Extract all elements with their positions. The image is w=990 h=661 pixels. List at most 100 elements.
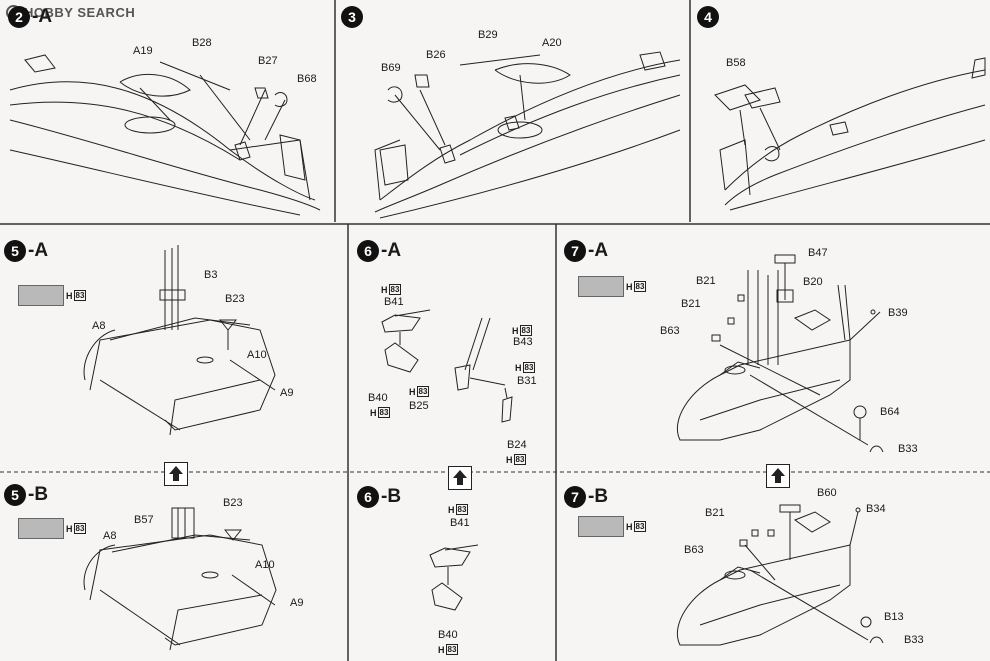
part-label: B63 — [684, 544, 704, 556]
part-label: B26 — [426, 49, 446, 61]
part-label: B31 — [517, 375, 537, 387]
step-number: 6 — [357, 486, 379, 508]
bridge-drawing-7a — [676, 254, 884, 453]
paint-swatch — [578, 516, 624, 537]
logo-text: HOBBY SEARCH — [24, 5, 136, 20]
paint-swatch — [18, 285, 64, 306]
step-6a-header: 6 -A — [357, 240, 401, 262]
part-label: A20 — [542, 37, 562, 49]
part-label: B33 — [898, 443, 918, 455]
step-number: 5 — [4, 240, 26, 262]
paint-prefix: H — [626, 281, 633, 292]
part-label: B58 — [726, 57, 746, 69]
step-number: 6 — [357, 240, 379, 262]
part-label: B21 — [696, 275, 716, 287]
part-label: A8 — [103, 530, 117, 542]
part-label: B20 — [803, 276, 823, 288]
part-label: B28 — [192, 37, 212, 49]
step-4-header: 4 — [697, 6, 721, 28]
part-label: A10 — [255, 559, 275, 571]
down-arrow-icon — [164, 462, 188, 486]
part-label: B39 — [888, 307, 908, 319]
paint-number: 83 — [633, 281, 647, 292]
paint-number: 83 — [445, 644, 459, 655]
paint-prefix: H — [381, 284, 388, 295]
step-6b-header: 6 -B — [357, 486, 401, 508]
part-label: B40 — [438, 629, 458, 641]
paint-number: 83 — [522, 362, 536, 373]
part-label: B24 — [507, 439, 527, 451]
part-label: B43 — [513, 336, 533, 348]
paint-number: 83 — [377, 407, 391, 418]
part-label: B25 — [409, 400, 429, 412]
part-label: B60 — [817, 487, 837, 499]
part-label: A9 — [280, 387, 294, 399]
step-suffix: -B — [588, 486, 609, 507]
part-label: A9 — [290, 597, 304, 609]
step-suffix: -A — [28, 240, 49, 261]
paint-number: 83 — [519, 325, 533, 336]
paint-number: 83 — [73, 523, 87, 534]
paint-number: 83 — [455, 504, 469, 515]
part-label: B34 — [866, 503, 886, 515]
part-label: B64 — [880, 406, 900, 418]
step-number: 4 — [697, 6, 719, 28]
part-label: B69 — [381, 62, 401, 74]
paint-prefix: H — [515, 362, 522, 373]
part-label: B63 — [660, 325, 680, 337]
paint-prefix: H — [66, 290, 73, 301]
step-3-header: 3 — [341, 6, 365, 28]
step-number: 7 — [564, 486, 586, 508]
step-number: 3 — [341, 6, 363, 28]
bridge-drawing-5b — [83, 507, 277, 651]
step-suffix: -A — [381, 240, 402, 261]
step-7b-header: 7 -B — [564, 486, 608, 508]
paint-prefix: H — [409, 386, 416, 397]
paint-prefix: H — [626, 521, 633, 532]
part-label: A8 — [92, 320, 106, 332]
step-number: 7 — [564, 240, 586, 262]
paint-swatch — [578, 276, 624, 297]
hull-drawing-2a — [9, 54, 321, 216]
paint-number: 83 — [388, 284, 402, 295]
part-label: A19 — [133, 45, 153, 57]
part-label: B27 — [258, 55, 278, 67]
part-label: B13 — [884, 611, 904, 623]
part-label: A10 — [247, 349, 267, 361]
part-label: B21 — [681, 298, 701, 310]
paint-number: 83 — [633, 521, 647, 532]
part-label: B41 — [450, 517, 470, 529]
step-suffix: -B — [381, 486, 402, 507]
step-suffix: -A — [588, 240, 609, 261]
step-5b-header: 5 -B — [4, 484, 48, 506]
part-label: B41 — [384, 296, 404, 308]
paint-prefix: H — [506, 454, 513, 465]
part-label: B47 — [808, 247, 828, 259]
part-label: B23 — [225, 293, 245, 305]
step-2a-header: 2 -A — [8, 6, 52, 28]
paint-swatch — [18, 518, 64, 539]
gun-drawing-6b — [429, 544, 479, 611]
paint-prefix: H — [66, 523, 73, 534]
step-number: 5 — [4, 484, 26, 506]
paint-prefix: H — [370, 407, 377, 418]
part-label: B68 — [297, 73, 317, 85]
step-number: 2 — [8, 6, 30, 28]
gun-drawing-6a — [381, 309, 513, 423]
step-7a-header: 7 -A — [564, 240, 608, 262]
paint-prefix: H — [438, 644, 445, 655]
step-suffix: -B — [28, 484, 49, 505]
